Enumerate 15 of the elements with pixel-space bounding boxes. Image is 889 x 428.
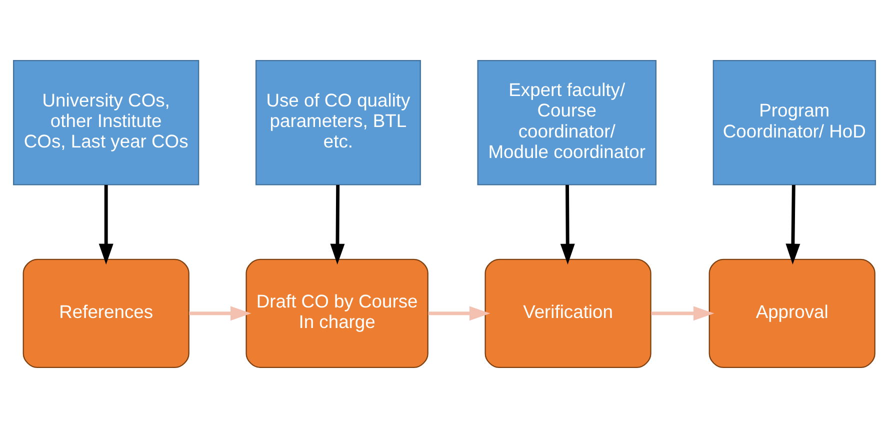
node-box: Approval <box>708 258 876 368</box>
node-box: Expert faculty/ Course coordinator/ Module coordinator <box>477 60 656 186</box>
arrow <box>189 306 252 321</box>
arrow <box>428 306 490 321</box>
arrow <box>560 184 575 264</box>
arrow <box>786 184 800 264</box>
node-box: References <box>22 258 190 368</box>
node-box: Verification <box>484 258 652 368</box>
node-box: University COs, other Institute COs, Last year COs <box>13 60 200 186</box>
node-box: Draft CO by Course In charge <box>246 258 428 368</box>
node-box: Program Coordinator/ HoD <box>712 60 876 186</box>
arrow <box>98 184 114 264</box>
arrow <box>651 306 714 321</box>
node-box: Use of CO quality parameters, BTL etc. <box>255 60 421 186</box>
arrow <box>330 184 345 264</box>
